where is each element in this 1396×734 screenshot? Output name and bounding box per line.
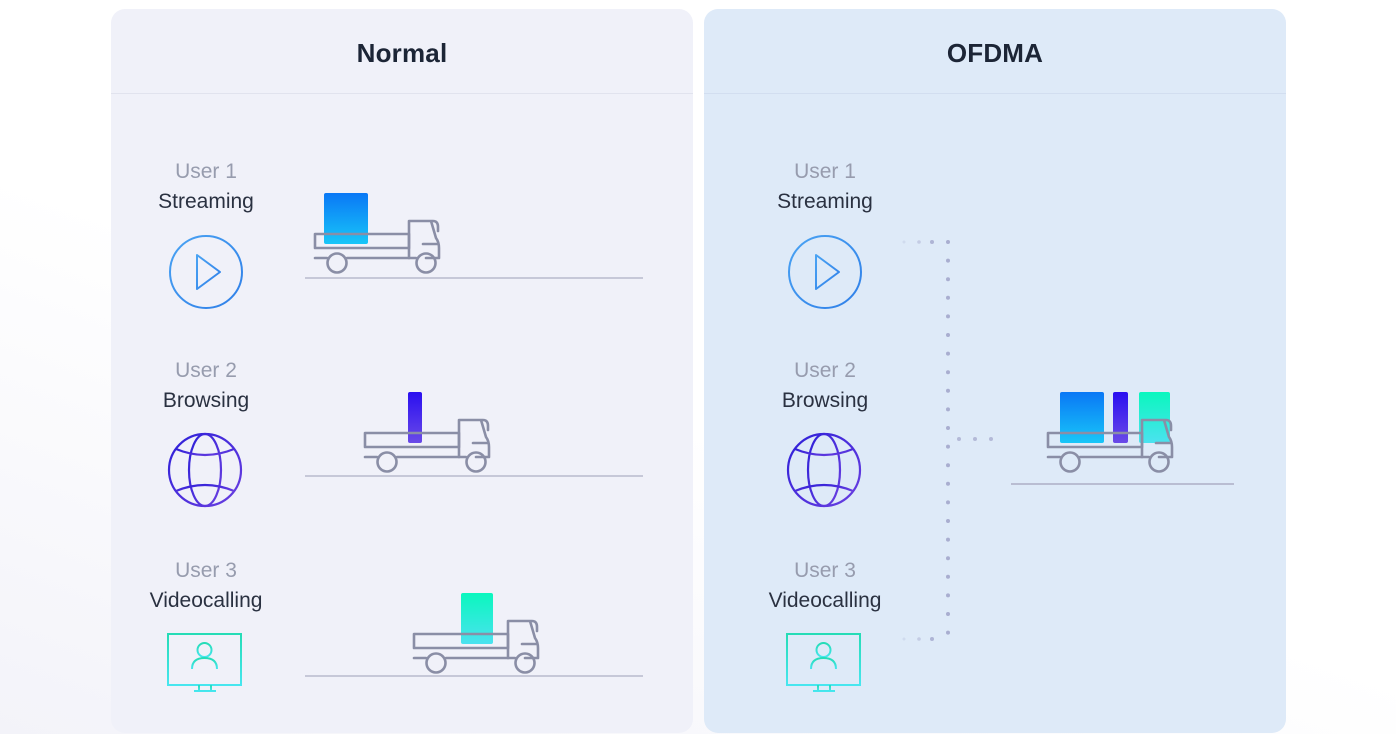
dotted-line <box>902 240 993 641</box>
user-number: User 2 <box>175 359 237 382</box>
user-2-label-group: User 2 Browsing <box>745 357 905 417</box>
user-number: User 1 <box>175 160 237 183</box>
user-1-label-group: User 1 Streaming <box>126 158 286 218</box>
videocalling-packet <box>1139 392 1170 443</box>
streaming-packet <box>1060 392 1104 443</box>
normal-panel: Normal User 1 Streaming User 2 Browsing … <box>111 9 693 733</box>
user-3-label-group: User 3 Videocalling <box>745 557 905 617</box>
play-circle-icon <box>169 235 243 309</box>
panel-title: Normal <box>356 38 448 68</box>
ofdma-panel: OFDMA User 1 Streaming User 2 Browsing U… <box>704 9 1286 733</box>
divider <box>704 93 1286 94</box>
user-3-truck-lane <box>305 593 643 677</box>
ofdma-truck-lane <box>1011 392 1234 485</box>
panel-title: OFDMA <box>946 38 1044 68</box>
user-1-truck-lane <box>305 193 643 279</box>
user-activity: Streaming <box>158 190 254 213</box>
user-1-label-group: User 1 Streaming <box>745 158 905 218</box>
user-number: User 2 <box>794 359 856 382</box>
user-activity: Videocalling <box>149 589 263 612</box>
browsing-packet <box>1113 392 1128 443</box>
videocalling-packet <box>461 593 493 644</box>
user-activity: Browsing <box>781 389 869 412</box>
user-2-label-group: User 2 Browsing <box>126 357 286 417</box>
user-activity: Videocalling <box>768 589 882 612</box>
user-3-label-group: User 3 Videocalling <box>126 557 286 617</box>
user-2-truck-lane <box>305 392 643 477</box>
video-call-monitor-icon <box>167 633 242 692</box>
user-activity: Streaming <box>777 190 873 213</box>
globe-icon <box>786 432 862 508</box>
streaming-packet <box>324 193 368 244</box>
play-circle-icon <box>788 235 862 309</box>
user-number: User 3 <box>794 559 856 582</box>
user-number: User 3 <box>175 559 237 582</box>
video-call-monitor-icon <box>786 633 861 692</box>
browsing-packet <box>408 392 422 443</box>
user-number: User 1 <box>794 160 856 183</box>
truck-icon <box>363 418 491 473</box>
divider <box>111 93 693 94</box>
aggregation-connector <box>902 240 993 641</box>
user-activity: Browsing <box>162 389 250 412</box>
globe-icon <box>167 432 243 508</box>
